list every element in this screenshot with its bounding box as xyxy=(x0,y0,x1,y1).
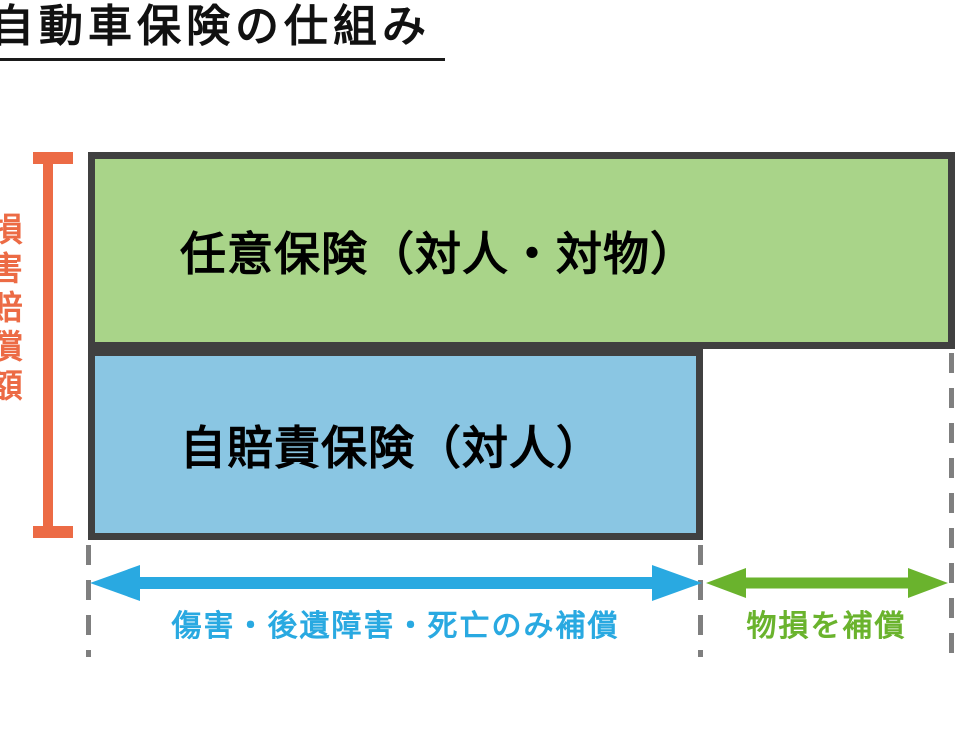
compensation-amount-label: 損害賠償額 xyxy=(0,212,24,407)
bracket-bottom-cap xyxy=(33,526,73,538)
property-coverage-arrow-icon xyxy=(706,568,948,598)
voluntary-insurance-box: 任意保険（対人・対物） xyxy=(88,152,955,349)
compulsory-insurance-label: 自賠責保険（対人） xyxy=(180,420,603,475)
personal-coverage-arrow-icon xyxy=(90,565,702,601)
compulsory-insurance-box: 自賠責保険（対人） xyxy=(88,349,703,540)
property-coverage-caption: 物損を補償 xyxy=(746,609,907,644)
guide-line-left xyxy=(86,545,91,657)
voluntary-insurance-label: 任意保険（対人・対物） xyxy=(180,226,697,281)
guide-line-right xyxy=(949,353,954,663)
page-title: 自動車保険の仕組み xyxy=(0,1,445,61)
personal-coverage-caption: 傷害・後遺障害・死亡のみ補償 xyxy=(171,609,620,644)
bracket-top-cap xyxy=(33,152,73,164)
bracket-stem xyxy=(43,152,53,538)
guide-line-middle xyxy=(698,545,703,657)
